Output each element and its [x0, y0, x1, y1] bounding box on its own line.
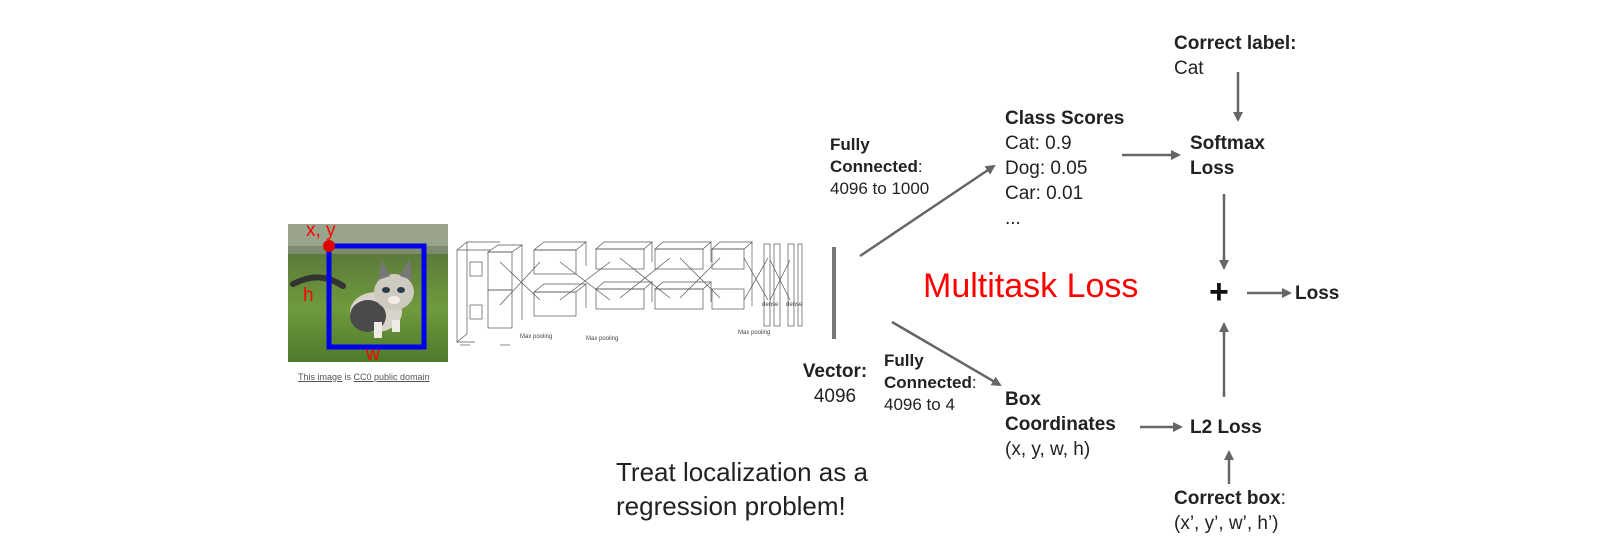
dense-label-1: dense — [762, 302, 779, 308]
vector-value: 4096 — [813, 386, 857, 407]
class-score-dog: Dog: 0.05 — [1005, 158, 1088, 179]
softmax-loss: Softmax Loss — [1190, 131, 1265, 181]
correct-label-value: Cat — [1174, 58, 1204, 79]
multitask-loss-title: Multitask Loss — [923, 267, 1139, 305]
credit-mid: is — [342, 372, 354, 382]
softmax-line2: Loss — [1190, 158, 1235, 179]
fc-bottom-title2: Connected — [884, 373, 972, 392]
vector-label: Vector: 4096 — [798, 359, 872, 409]
correct-box-colon: : — [1280, 488, 1286, 509]
cnn-diagram — [456, 241, 803, 346]
class-score-ellipsis: ... — [1005, 208, 1021, 229]
fc-top-detail: 4096 to 1000 — [830, 179, 930, 198]
cat-photo — [288, 224, 448, 362]
box-coords-line1: Box — [1005, 389, 1041, 410]
fc-top-label: Fully Connected: 4096 to 1000 — [830, 134, 929, 200]
class-scores: Class Scores Cat: 0.9 Dog: 0.05 Car: 0.0… — [1005, 106, 1124, 231]
correct-box: Correct box: (x’, y’, w’, h’) — [1174, 486, 1286, 536]
fc-bottom-colon: : — [971, 373, 977, 392]
softmax-line1: Softmax — [1190, 133, 1265, 154]
image-credit: This image is CC0 public domain — [298, 372, 430, 382]
caption-line1: Treat localization as a — [616, 457, 868, 487]
correct-label: Correct label: Cat — [1174, 31, 1296, 81]
box-coordinates: Box Coordinates (x, y, w, h) — [1005, 387, 1116, 462]
box-coords-line3: (x, y, w, h) — [1005, 439, 1091, 460]
class-score-car: Car: 0.01 — [1005, 183, 1084, 204]
arrow-to-class-scores — [859, 164, 996, 258]
pool-label-3: Max pooling — [738, 330, 770, 336]
class-score-cat: Cat: 0.9 — [1005, 133, 1072, 154]
w-label: w — [366, 344, 380, 365]
total-loss: Loss — [1295, 283, 1340, 304]
cat-photo-drawing — [288, 224, 448, 362]
fc-top-title1: Fully — [830, 135, 870, 154]
correct-label-title: Correct label: — [1174, 33, 1297, 54]
plus-sign: + — [1209, 273, 1229, 311]
corner-point — [323, 240, 335, 252]
fc-bottom-title1: Fully — [884, 351, 924, 370]
caption: Treat localization as a regression probl… — [616, 455, 868, 523]
correct-box-value: (x’, y’, w’, h’) — [1174, 513, 1279, 534]
box-coords-line2: Coordinates — [1005, 414, 1116, 435]
caption-line2: regression problem! — [616, 491, 846, 521]
h-label: h — [303, 285, 314, 306]
pool-label-1: Max pooling — [520, 334, 552, 340]
correct-box-title: Correct box — [1174, 488, 1281, 509]
dense-label-2: dense — [786, 302, 803, 308]
bounding-box — [326, 243, 427, 350]
l2-loss: L2 Loss — [1190, 417, 1262, 438]
credit-link-image[interactable]: This image — [298, 372, 343, 382]
fc-top-title2: Connected — [830, 157, 918, 176]
fc-bottom-label: Fully Connected: 4096 to 4 — [884, 350, 977, 416]
class-scores-title: Class Scores — [1005, 108, 1125, 129]
pool-label-2: Max pooling — [586, 336, 618, 342]
xy-label: x, y — [306, 220, 336, 241]
arrow-to-box-coords — [891, 320, 1002, 387]
vector-bar — [832, 247, 836, 339]
vector-title: Vector: — [802, 361, 868, 382]
fc-bottom-detail: 4096 to 4 — [884, 395, 955, 414]
credit-link-license[interactable]: CC0 public domain — [353, 372, 430, 382]
fc-top-colon: : — [917, 157, 923, 176]
